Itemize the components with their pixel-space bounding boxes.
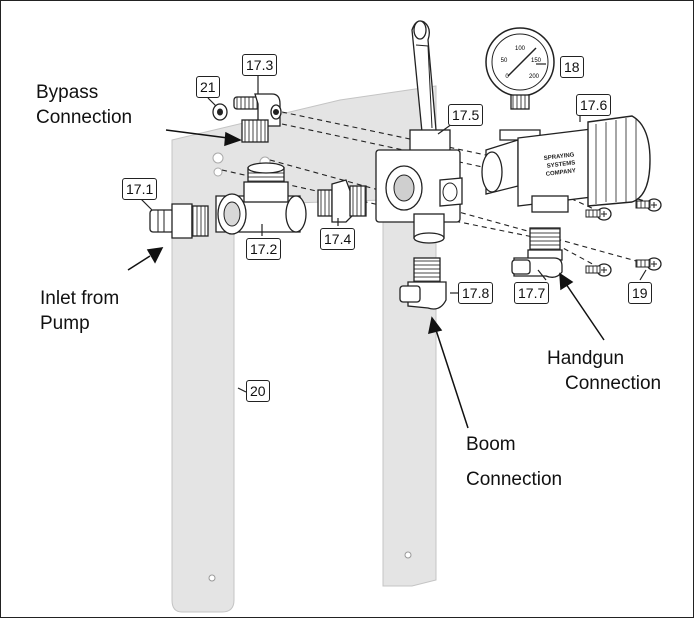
callout-line: Connection	[466, 469, 563, 490]
part-tag-18: 18	[560, 56, 584, 78]
part-tag-19: 19	[628, 282, 652, 304]
gauge-tick-label: 200	[529, 74, 540, 80]
filter-brand-text: COMPANY	[545, 168, 576, 178]
part-tag-17-6: 17.6	[576, 94, 612, 116]
filter-brand-text: SYSTEMS	[546, 160, 575, 169]
control-valve-17-5	[375, 20, 463, 244]
handgun-elbow-17-7	[511, 227, 563, 278]
callout-line: Bypass	[36, 82, 99, 103]
bypass-elbow-17-3	[233, 93, 282, 143]
part-tag-17-1: 17.1	[122, 178, 158, 200]
boom-connection-callout: Boom Connection	[466, 432, 562, 492]
callout-line: Connection	[565, 373, 662, 394]
part-tag-20: 20	[246, 380, 270, 402]
part-tag-17-3: 17.3	[242, 54, 278, 76]
hex-nipple-17-4	[317, 179, 367, 223]
tee-fitting-17-2	[215, 162, 307, 235]
nut-21	[212, 103, 228, 121]
part-tag-17-2: 17.2	[246, 238, 282, 260]
callout-line: Boom	[466, 434, 516, 455]
boom-elbow-17-8	[399, 257, 447, 310]
line-filter-17-6: SPRAYING SYSTEMS COMPANY	[481, 115, 651, 213]
part-tag-17-7: 17.7	[514, 282, 550, 304]
inlet-hose-tail-17-1	[149, 203, 209, 239]
screws-19	[585, 198, 662, 277]
part-tag-21: 21	[196, 76, 220, 98]
callout-line: Handgun	[547, 348, 625, 369]
filter-brand-text: SPRAYING	[544, 152, 576, 162]
part-tag-17-4: 17.4	[320, 228, 356, 250]
callout-line: Inlet from	[40, 288, 120, 309]
handgun-connection-callout: Handgun Connection	[547, 346, 661, 396]
part-tag-17-8: 17.8	[458, 282, 494, 304]
bypass-connection-callout: Bypass Connection	[36, 80, 132, 130]
gauge-tick-label: 150	[531, 58, 542, 64]
gauge-tick-label: 100	[515, 46, 526, 52]
tag-leaders	[139, 63, 647, 393]
callout-line: Connection	[36, 107, 133, 128]
callout-line: Pump	[40, 313, 90, 334]
callout-arrows	[127, 129, 605, 429]
part-tag-17-5: 17.5	[448, 104, 484, 126]
pressure-gauge-18: 100 50 150 0 200	[485, 27, 555, 110]
inlet-from-pump-callout: Inlet from Pump	[40, 286, 119, 336]
gauge-tick-label: 50	[501, 58, 508, 64]
gauge-tick-label: 0	[505, 74, 509, 80]
